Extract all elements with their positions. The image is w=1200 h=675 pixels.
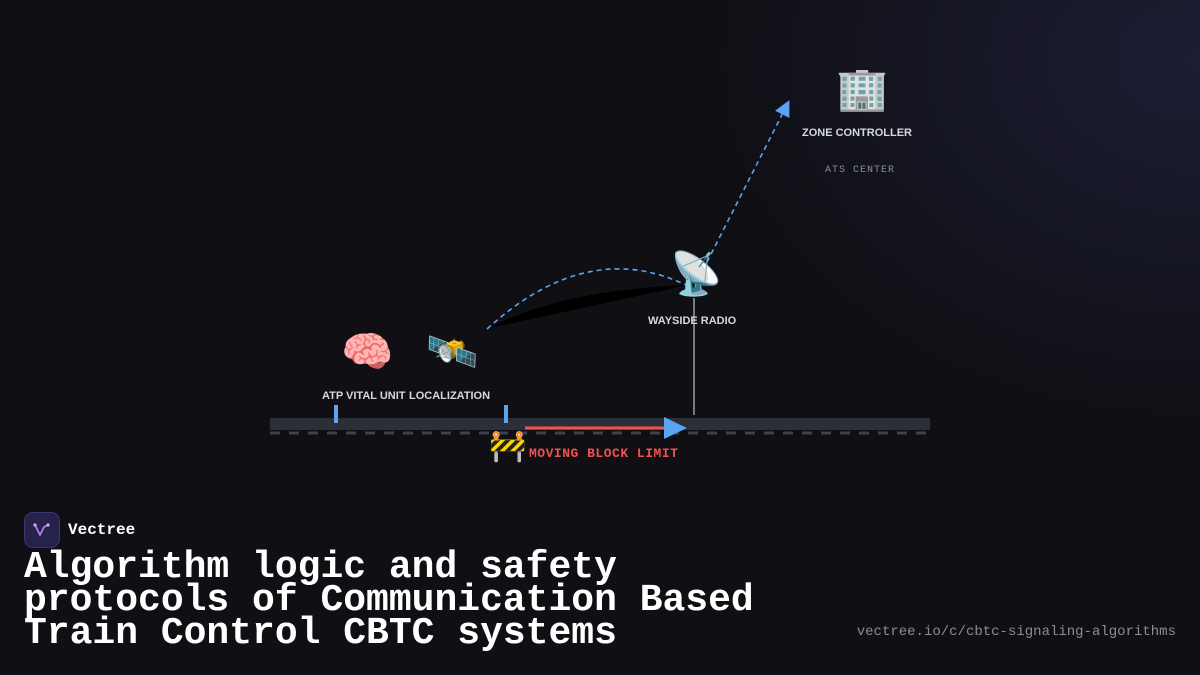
brand[interactable]: Vectree — [24, 512, 135, 548]
wayside-radio-label: WAYSIDE RADIO — [648, 315, 737, 327]
localization-label: LOCALIZATION — [409, 390, 491, 402]
satellite-antenna-icon: 📡 — [670, 249, 723, 298]
source-url[interactable]: vectree.io/c/cbtc-signaling-algorithms — [856, 624, 1176, 640]
vectree-logo-icon — [24, 512, 60, 548]
wayside-to-zone-link — [706, 100, 790, 263]
atp-vital-unit-label: ATP VITAL UNIT — [322, 390, 406, 402]
train-rear-marker — [334, 405, 338, 423]
page-title: Algorithm logic and safety protocols of … — [24, 546, 754, 655]
movement-direction-arrow — [664, 417, 687, 439]
construction-barrier-icon: 🚧 — [489, 429, 527, 464]
moving-block-limit-label: MOVING BLOCK LIMIT — [529, 446, 679, 461]
zone-controller-label: ZONE CONTROLLER — [802, 127, 912, 139]
ats-center-label: ATS CENTER — [825, 165, 896, 176]
track-rail — [270, 418, 930, 430]
office-building-icon: 🏢 — [836, 64, 889, 113]
train-to-wayside-link — [486, 268, 693, 330]
satellite-icon: 🛰️ — [426, 327, 479, 376]
brain-icon: 🧠 — [341, 327, 394, 376]
train-front-marker — [504, 405, 508, 423]
brand-name: Vectree — [68, 521, 136, 539]
